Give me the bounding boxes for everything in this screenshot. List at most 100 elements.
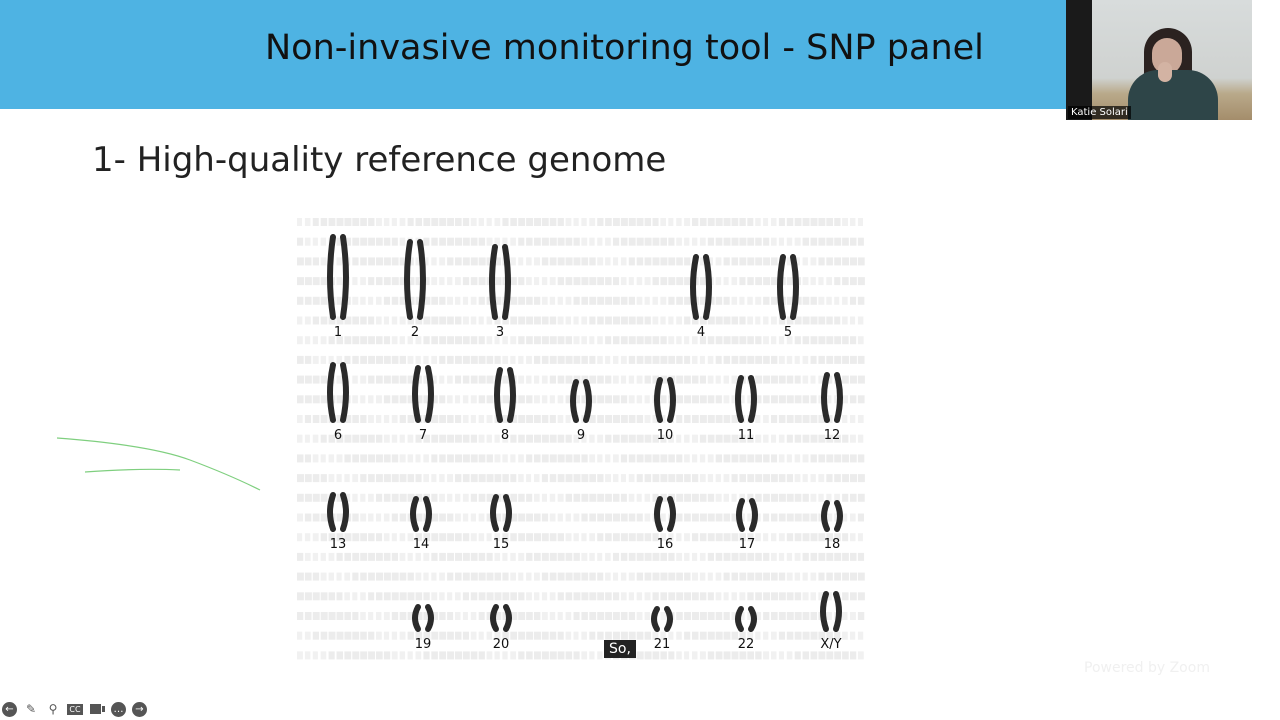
sequence-mark <box>462 257 470 266</box>
sequence-mark <box>478 296 485 305</box>
sequence-mark <box>304 395 312 404</box>
sequence-mark <box>652 237 660 246</box>
sequence-mark <box>794 454 801 463</box>
sequence-mark <box>549 375 556 384</box>
sequence-mark <box>470 533 477 542</box>
sequence-mark <box>336 454 343 463</box>
sequence-mark <box>786 533 794 542</box>
next-icon[interactable]: → <box>132 701 147 717</box>
sequence-mark <box>652 651 660 660</box>
sequence-mark <box>668 434 674 443</box>
sequence-mark <box>628 277 634 286</box>
sequence-mark <box>668 651 675 660</box>
sequence-mark <box>320 493 328 502</box>
sequence-mark <box>470 415 476 423</box>
sequence-mark <box>676 218 682 226</box>
sequence-mark <box>439 493 445 502</box>
sequence-mark <box>692 237 698 246</box>
sequence-mark <box>462 493 469 502</box>
sequence-mark <box>660 296 667 305</box>
sequence-mark <box>644 355 652 364</box>
sequence-mark <box>328 592 336 601</box>
pen-icon[interactable]: ✎ <box>25 702 37 716</box>
chromosome <box>664 606 673 632</box>
sequence-mark <box>399 592 407 601</box>
sequence-mark <box>613 572 619 581</box>
sequence-mark <box>431 454 438 463</box>
sequence-mark <box>857 572 865 581</box>
sequence-mark <box>755 592 762 601</box>
sequence-mark <box>850 533 856 542</box>
sequence-mark <box>857 552 865 561</box>
sequence-mark <box>723 296 730 305</box>
sequence-mark <box>336 355 343 364</box>
sequence-mark <box>455 612 461 620</box>
sequence-mark <box>660 474 668 483</box>
sequence-mark <box>447 631 454 640</box>
sequence-mark <box>534 434 541 443</box>
sequence-mark <box>644 316 651 325</box>
sequence-mark <box>328 454 335 463</box>
more-icon[interactable]: … <box>111 701 126 717</box>
sequence-mark <box>407 454 414 463</box>
sequence-mark <box>447 612 454 620</box>
sequence-mark <box>786 513 794 522</box>
sequence-mark <box>304 316 311 325</box>
sequence-mark <box>383 277 391 286</box>
sequence-mark <box>534 631 541 640</box>
sequence-mark <box>352 237 360 246</box>
sequence-mark <box>620 493 627 502</box>
sequence-mark <box>668 454 675 463</box>
sequence-mark <box>320 257 327 266</box>
sequence-mark <box>707 651 715 660</box>
sequence-mark <box>297 493 304 502</box>
sequence-mark <box>692 395 699 404</box>
chromosome-label: X/Y <box>820 637 842 652</box>
sequence-mark <box>391 651 398 660</box>
previous-icon[interactable]: ← <box>2 701 17 717</box>
sequence-mark <box>557 316 564 325</box>
sequence-mark <box>818 296 825 305</box>
sequence-mark <box>589 316 596 325</box>
sequence-mark <box>557 474 565 483</box>
sequence-mark <box>605 474 612 483</box>
sequence-mark <box>707 336 715 345</box>
participant-video[interactable]: Katie Solari <box>1066 0 1252 120</box>
sequence-mark <box>636 572 644 581</box>
sequence-mark <box>739 316 746 325</box>
sequence-mark <box>802 454 809 463</box>
sequence-mark <box>620 218 628 226</box>
sequence-mark <box>360 454 368 463</box>
sequence-mark <box>510 533 517 542</box>
sequence-mark <box>557 218 564 226</box>
sequence-mark <box>431 572 437 581</box>
chromosome <box>748 606 757 632</box>
sequence-mark <box>778 415 786 423</box>
closed-caption-icon[interactable]: CC <box>67 703 83 715</box>
chromosome <box>570 379 579 423</box>
sequence-mark <box>826 316 833 325</box>
sequence-mark <box>620 474 627 483</box>
sequence-mark <box>692 218 699 226</box>
chromosome-pair <box>404 239 426 320</box>
sequence-mark <box>549 552 557 561</box>
sequence-mark <box>502 434 509 443</box>
sequence-mark <box>455 474 462 483</box>
sequence-mark <box>692 454 698 463</box>
zoom-icon[interactable]: ⚲ <box>48 702 58 716</box>
sequence-mark <box>541 355 549 364</box>
sequence-mark <box>842 296 848 305</box>
sequence-mark <box>747 474 755 483</box>
sequence-mark <box>541 651 549 660</box>
sequence-mark <box>684 375 691 384</box>
sequence-mark <box>328 612 336 620</box>
video-camera-icon[interactable] <box>89 701 105 717</box>
sequence-mark <box>304 493 312 502</box>
sequence-mark <box>360 296 366 305</box>
sequence-mark <box>486 395 494 404</box>
sequence-mark <box>297 612 304 620</box>
sequence-mark <box>415 493 423 502</box>
sequence-mark <box>731 572 738 581</box>
sequence-mark <box>573 612 580 620</box>
sequence-mark <box>597 474 604 483</box>
